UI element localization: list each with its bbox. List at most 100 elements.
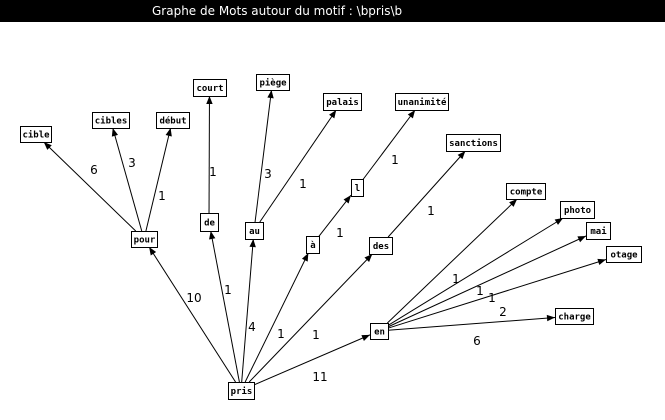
- edge-en-mai: 1: [387, 235, 587, 328]
- edge-line: [254, 89, 272, 223]
- node-en[interactable]: en: [370, 323, 389, 340]
- edge-de-court: 1: [206, 95, 217, 214]
- node-piege[interactable]: piège: [256, 74, 290, 91]
- edge-des-sanctions: 1: [387, 150, 466, 238]
- arrowhead: [457, 151, 466, 160]
- node-de[interactable]: de: [200, 213, 219, 232]
- edge-en-photo: 1: [387, 217, 564, 326]
- edge-pour-cibles: 3: [111, 127, 143, 232]
- node-box[interactable]: [193, 79, 227, 97]
- arrowhead: [361, 334, 370, 341]
- arrowhead: [165, 128, 172, 137]
- arrowhead: [343, 195, 351, 204]
- node-box[interactable]: [606, 246, 642, 263]
- arrowhead: [249, 239, 256, 248]
- node-label: au: [249, 227, 260, 237]
- node-label: de: [204, 219, 215, 229]
- node-label: sanctions: [449, 138, 498, 149]
- node-otage[interactable]: otage: [606, 246, 642, 263]
- node-box[interactable]: [156, 112, 190, 129]
- node-box[interactable]: [369, 237, 393, 255]
- node-charge[interactable]: charge: [555, 308, 594, 325]
- node-label: cible: [22, 130, 50, 141]
- edge-pour-cible: 6: [43, 141, 137, 232]
- node-au[interactable]: au: [245, 222, 264, 240]
- arrowhead: [509, 199, 518, 207]
- node-box[interactable]: [306, 236, 320, 254]
- node-sanctions[interactable]: sanctions: [446, 134, 501, 152]
- edge-line: [387, 235, 587, 328]
- arrowhead: [546, 314, 555, 322]
- node-box[interactable]: [131, 231, 158, 248]
- node-court[interactable]: court: [193, 79, 227, 97]
- node-box[interactable]: [555, 308, 594, 325]
- edge-line: [387, 150, 466, 238]
- node-unanimite[interactable]: unanimité: [395, 93, 449, 111]
- node-photo[interactable]: photo: [560, 201, 595, 219]
- node-box[interactable]: [351, 179, 364, 197]
- edge-weight-label: 1: [336, 226, 344, 240]
- node-box[interactable]: [446, 134, 501, 152]
- edge-weight-label: 1: [452, 272, 460, 286]
- edge-weight-label: 1: [299, 177, 307, 191]
- edge-weight-label: 6: [90, 163, 98, 177]
- node-label: palais: [326, 97, 359, 108]
- node-box[interactable]: [256, 74, 290, 91]
- node-label: mai: [590, 226, 607, 237]
- edge-line: [387, 316, 556, 331]
- node-palais[interactable]: palais: [323, 93, 362, 111]
- edge-line: [241, 238, 254, 383]
- edge-weight-label: 10: [186, 291, 201, 305]
- arrowhead: [329, 110, 337, 119]
- node-a[interactable]: à: [306, 236, 320, 254]
- edge-en-compte: 1: [387, 198, 518, 324]
- node-label: pris: [231, 386, 253, 397]
- edge-pris-au: 4: [241, 238, 256, 383]
- edge-line: [244, 252, 309, 383]
- node-l[interactable]: l: [351, 179, 364, 197]
- node-box[interactable]: [20, 126, 52, 143]
- node-box[interactable]: [586, 222, 611, 240]
- edge-line: [148, 246, 236, 383]
- nodes-layer: pris pour cible cibles début de court au piège pa…: [20, 74, 642, 400]
- node-label: cibles: [95, 116, 128, 127]
- arrowhead: [206, 96, 213, 105]
- node-label: l: [355, 184, 360, 194]
- window-title: Graphe de Mots autour du motif : \bpris\…: [0, 0, 665, 22]
- arrowhead: [149, 247, 157, 256]
- edge-weight-label: 1: [312, 328, 320, 342]
- node-mai[interactable]: mai: [586, 222, 611, 240]
- node-box[interactable]: [506, 183, 546, 200]
- node-pour[interactable]: pour: [131, 231, 158, 248]
- node-label: piège: [259, 78, 287, 89]
- arrowhead: [597, 258, 606, 265]
- node-label: à: [310, 241, 315, 251]
- node-cibles[interactable]: cibles: [92, 112, 130, 129]
- node-box[interactable]: [245, 222, 264, 240]
- edge-line: [387, 217, 564, 326]
- node-pris[interactable]: pris: [228, 382, 255, 400]
- node-des[interactable]: des: [369, 237, 393, 255]
- node-box[interactable]: [560, 201, 595, 219]
- edge-weight-label: 2: [499, 305, 507, 319]
- node-label: photo: [564, 206, 591, 216]
- node-box[interactable]: [92, 112, 130, 129]
- node-label: pour: [134, 236, 156, 246]
- node-label: début: [159, 116, 186, 127]
- edge-en-charge: 6: [387, 314, 556, 348]
- edge-pris-des: 1: [248, 253, 373, 383]
- node-box[interactable]: [370, 323, 389, 340]
- node-box[interactable]: [228, 382, 255, 400]
- node-label: compte: [510, 188, 543, 198]
- node-box[interactable]: [323, 93, 362, 111]
- node-cible[interactable]: cible: [20, 126, 52, 143]
- edge-pris-a: 1: [244, 252, 309, 383]
- node-box[interactable]: [200, 213, 219, 232]
- node-box[interactable]: [395, 93, 449, 111]
- edge-line: [145, 127, 172, 232]
- node-debut[interactable]: début: [156, 112, 190, 129]
- node-compte[interactable]: compte: [506, 183, 546, 200]
- edge-weight-label: 1: [391, 153, 399, 167]
